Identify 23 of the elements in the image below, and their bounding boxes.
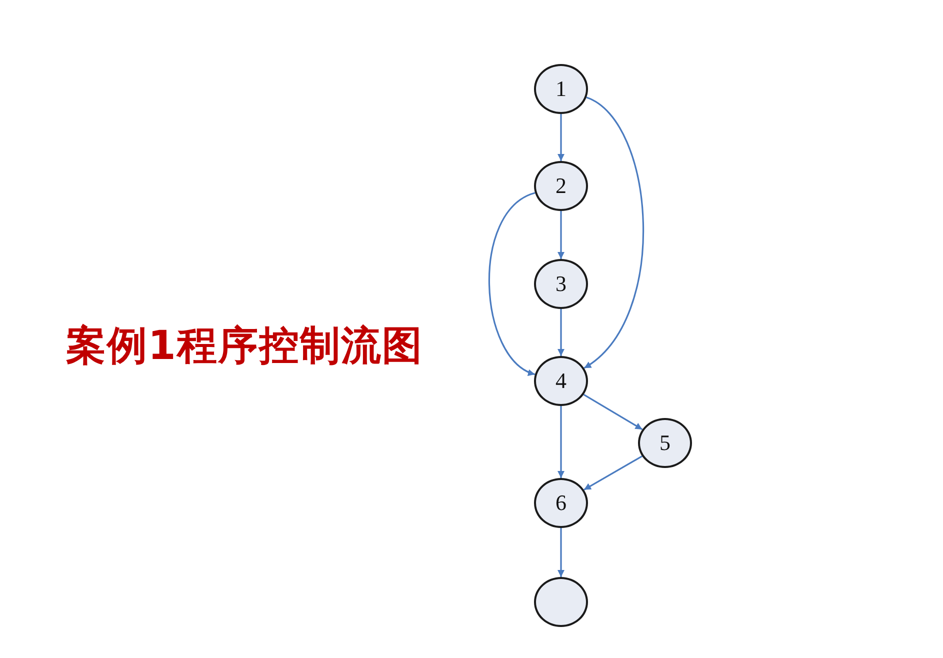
node-number: 4 [556, 370, 566, 392]
arrow [558, 528, 564, 577]
node-number: 6 [556, 492, 566, 514]
arrow [558, 406, 564, 478]
flow-node [534, 259, 588, 309]
diagram-title: 案例1程序控制流图 [66, 322, 423, 371]
arrow [584, 456, 642, 490]
flow-node [534, 478, 588, 528]
flow-node [534, 161, 588, 211]
node-number: 3 [556, 273, 566, 295]
arrow [584, 96, 644, 369]
arrow [558, 114, 564, 161]
flow-node [534, 64, 588, 114]
arrow [558, 211, 564, 259]
flow-node [534, 356, 588, 406]
arrow [583, 394, 643, 430]
node-number: 1 [556, 78, 566, 100]
flow-node [638, 418, 692, 468]
node-number: 5 [660, 432, 670, 454]
flow-node [534, 577, 588, 627]
node-number: 2 [556, 175, 566, 197]
arrow [558, 309, 564, 356]
arrow [488, 192, 536, 376]
